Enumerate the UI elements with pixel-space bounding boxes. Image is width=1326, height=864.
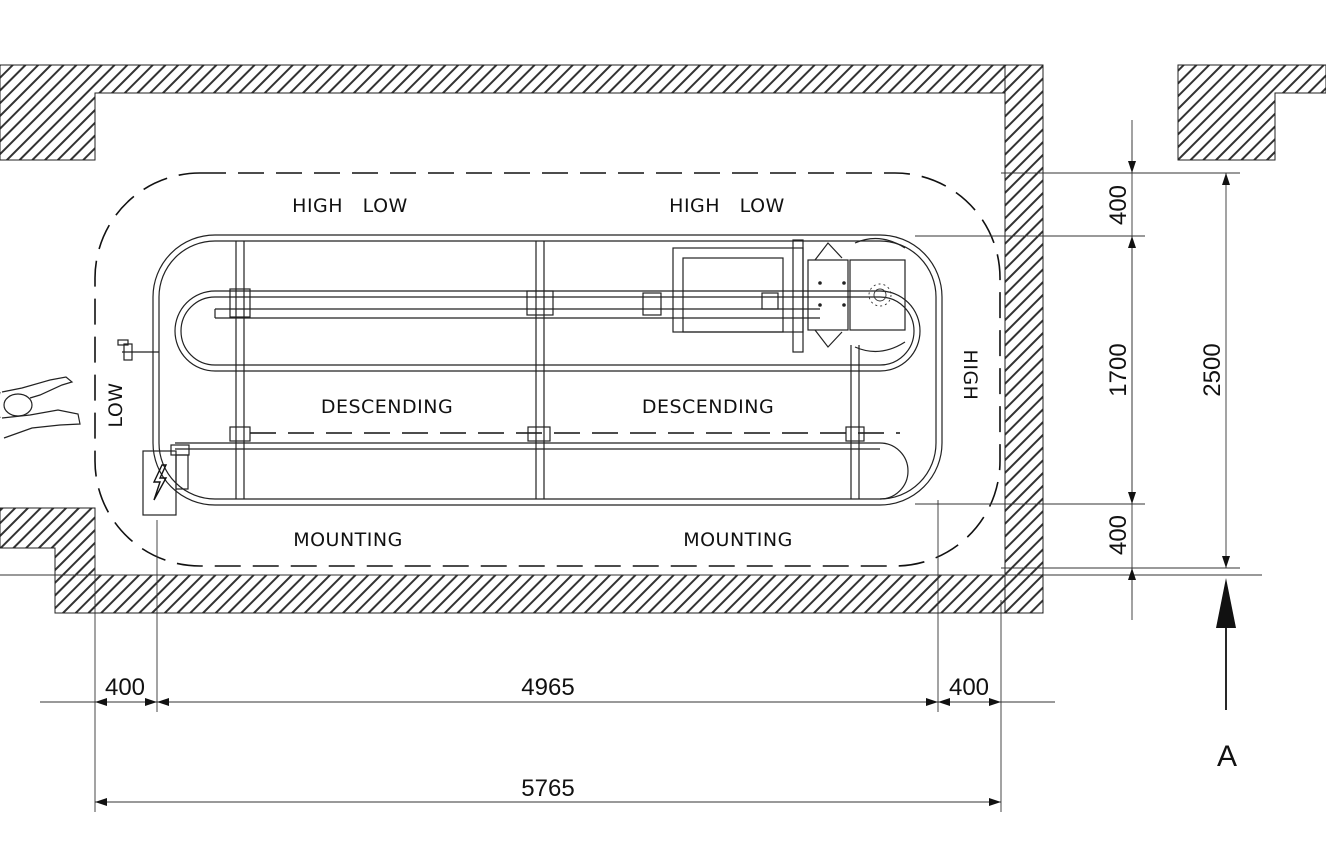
view-marker-a: A [1217,740,1237,773]
dim-h-right: 400 [949,674,989,701]
horizontal-dimensions [40,500,1055,812]
dim-h-middle: 4965 [521,674,574,701]
cross-supports [229,241,865,499]
dim-h-total: 5765 [521,775,574,802]
dim-v-middle: 1700 [1105,343,1132,396]
dim-v-total: 2500 [1199,343,1226,396]
operator-figure [0,376,81,439]
label-end-low: LOW [105,382,127,427]
safety-zone-outline [94,172,1001,567]
label-top-right: HIGH LOW [669,195,785,217]
dim-v-top: 400 [1105,185,1132,225]
conveyor-track [117,234,943,506]
vertical-dimensions [915,120,1240,620]
label-descending-left: DESCENDING [321,396,453,418]
control-box [142,444,190,516]
label-mounting-left: MOUNTING [293,529,403,551]
wall-top-left-block [0,64,1006,161]
wall-bottom [0,507,1006,614]
wall-top-right-block [1177,64,1326,161]
drive-station [672,237,906,353]
dim-h-left: 400 [105,674,145,701]
label-top-left: HIGH LOW [292,195,408,217]
walls [0,64,1326,614]
view-arrow [1216,578,1236,710]
dim-v-bottom: 400 [1105,515,1132,555]
lightning-icon [152,464,168,501]
left-fixture [117,339,159,361]
label-end-high: HIGH [959,350,981,401]
label-descending-right: DESCENDING [642,396,774,418]
wall-right-column [1004,64,1044,614]
label-mounting-right: MOUNTING [683,529,793,551]
